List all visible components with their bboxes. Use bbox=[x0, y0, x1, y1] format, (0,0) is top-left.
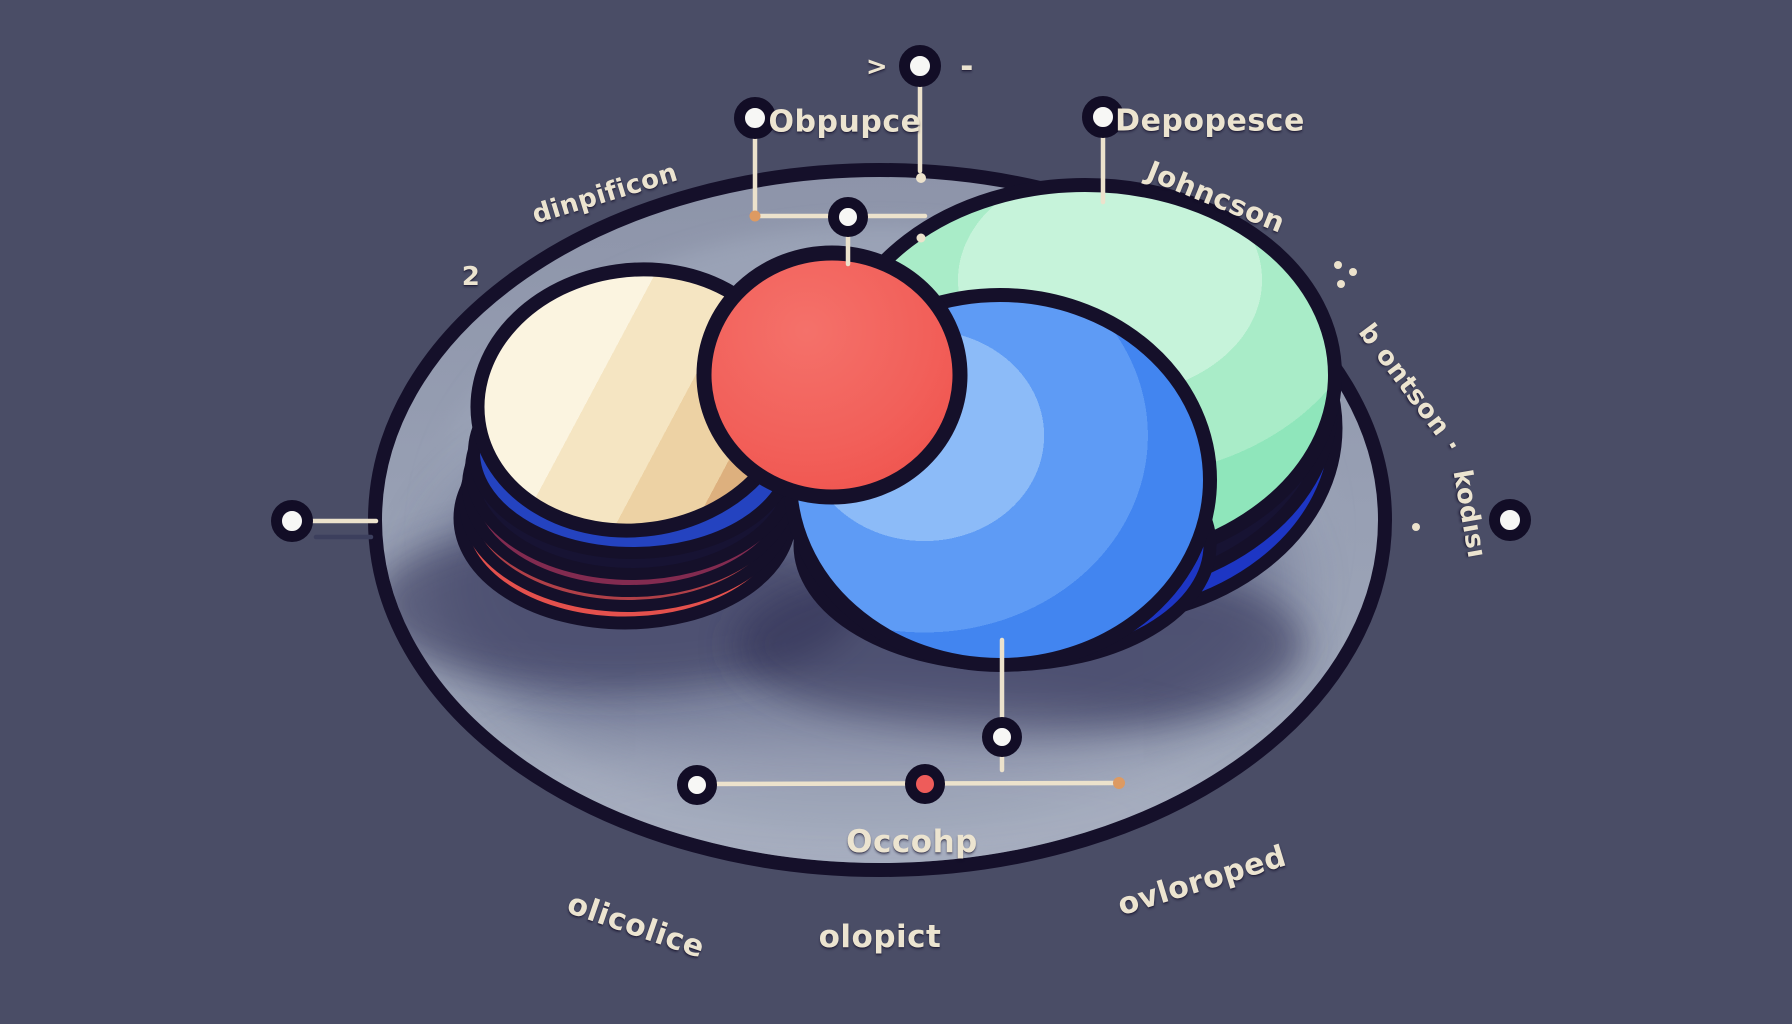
therefore-dots-icon bbox=[1334, 261, 1357, 288]
marker-dot-right bbox=[1489, 499, 1531, 541]
marker-dot-bottom-red bbox=[905, 764, 945, 804]
marker-dot-left bbox=[271, 500, 313, 542]
top-left-callout-label: Obpupce bbox=[768, 104, 922, 140]
small-orange-dot-line-end bbox=[1113, 777, 1125, 789]
red-circle bbox=[696, 245, 968, 505]
marker-dots bbox=[271, 45, 1531, 805]
marker-dot-bottom-left bbox=[677, 765, 717, 805]
marker-dot-bottom-vertical bbox=[982, 717, 1022, 757]
small-dot-right-edge bbox=[1412, 523, 1420, 531]
dash-glyph: - bbox=[960, 47, 974, 85]
top-right-callout-label: Depopesce bbox=[1115, 103, 1305, 139]
marker-dot-inner-junction bbox=[828, 197, 868, 237]
marker-dot-obpupce bbox=[734, 97, 776, 139]
upper-left-number-label: 2 bbox=[461, 262, 481, 292]
small-dot-dish-surface bbox=[916, 233, 926, 243]
bottom-center-callout-label: Occohp bbox=[846, 824, 978, 860]
small-dot-dish-edge bbox=[916, 173, 926, 183]
marker-dot-depopesce bbox=[1082, 96, 1124, 138]
caret-glyph: > bbox=[865, 52, 889, 82]
small-orange-dot-junction bbox=[749, 210, 761, 222]
marker-dot-top-middle bbox=[899, 45, 941, 87]
bottom-center-arc-label: olopict bbox=[818, 919, 942, 955]
